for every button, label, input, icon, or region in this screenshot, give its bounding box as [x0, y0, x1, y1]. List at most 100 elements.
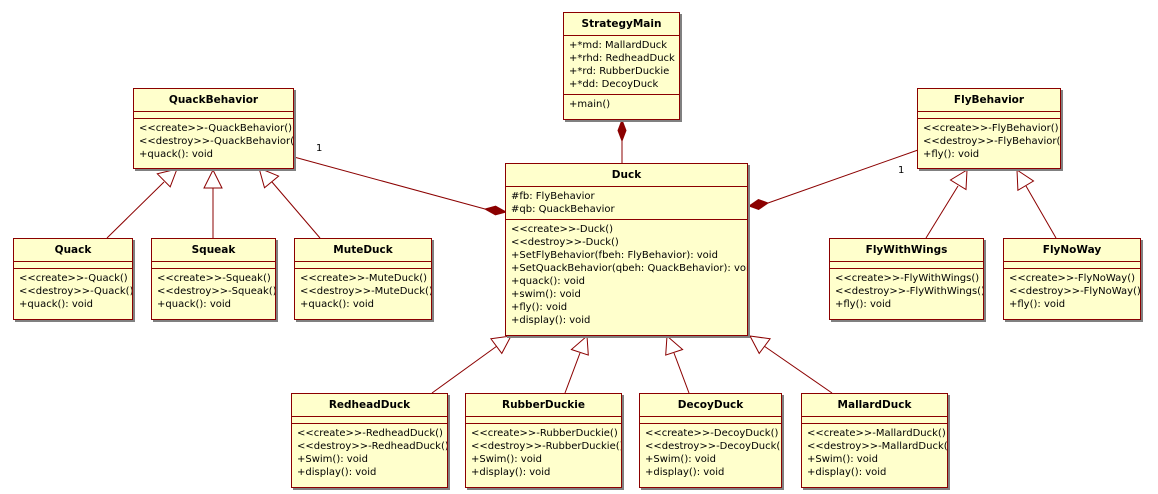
class-name: MallardDuck: [802, 394, 947, 417]
operation: +display(): void: [471, 467, 551, 478]
class-name: MuteDuck: [295, 239, 431, 262]
operation: +fly(): void: [923, 149, 980, 160]
operations-section: <<create>>-QuackBehavior() <<destroy>>-Q…: [134, 118, 293, 164]
operation: <<destroy>>-RedheadDuck(): [297, 441, 448, 452]
generalization-flynoway: [1025, 185, 1057, 239]
operation: +display(): void: [511, 315, 591, 326]
operation: <<destroy>>-Duck(): [511, 237, 619, 248]
operation: <<destroy>>-DecoyDuck(): [645, 441, 782, 452]
operations-section: <<create>>-MallardDuck() <<destroy>>-Mal…: [802, 423, 947, 482]
operation: <<create>>-RubberDuckie(): [471, 428, 618, 439]
class-flybehavior[interactable]: FlyBehavior <<create>>-FlyBehavior() <<d…: [917, 88, 1061, 169]
class-name: DecoyDuck: [640, 394, 781, 417]
operation: <<destroy>>-RubberDuckie(): [471, 441, 622, 452]
generalization-arrow-flynoway: [1016, 169, 1035, 192]
operation: <<create>>-FlyBehavior(): [923, 123, 1059, 134]
class-duck[interactable]: Duck #fb: FlyBehavior #qb: QuackBehavior…: [505, 163, 748, 336]
operation: <<destroy>>-FlyBehavior(): [923, 136, 1061, 147]
operation: +quack(): void: [300, 299, 374, 310]
multiplicity-flybehavior: 1: [898, 165, 905, 176]
generalization-arrow-mallardduck: [749, 335, 772, 355]
class-quackbehavior[interactable]: QuackBehavior <<create>>-QuackBehavior()…: [133, 88, 294, 169]
operation: <<destroy>>-Quack(): [19, 286, 133, 297]
operations-section: +main(): [564, 94, 679, 114]
generalization-arrow-quack: [156, 168, 178, 188]
class-name: QuackBehavior: [134, 89, 293, 112]
operation: <<destroy>>-MuteDuck(): [300, 286, 432, 297]
operations-section: <<create>>-Squeak() <<destroy>>-Squeak()…: [152, 268, 275, 314]
composition-diamond-flybehavior: [747, 198, 770, 211]
operations-section: <<create>>-FlyWithWings() <<destroy>>-Fl…: [830, 268, 983, 314]
generalization-arrow-flywithwings: [949, 169, 968, 191]
operation: +quack(): void: [139, 149, 213, 160]
operation: +display(): void: [807, 467, 887, 478]
class-strategymain[interactable]: StrategyMain +*md: MallardDuck +*rhd: Re…: [563, 12, 680, 120]
class-rubberduckie[interactable]: RubberDuckie <<create>>-RubberDuckie() <…: [465, 393, 622, 488]
association-line-flybehavior-duck: [767, 149, 919, 204]
operations-section: <<create>>-RubberDuckie() <<destroy>>-Ru…: [466, 423, 621, 482]
class-flywithwings[interactable]: FlyWithWings <<create>>-FlyWithWings() <…: [829, 238, 984, 320]
operation: +Swim(): void: [297, 454, 368, 465]
generalization-arrow-rubberduckie: [570, 334, 589, 356]
operation: <<destroy>>-MallardDuck(): [807, 441, 948, 452]
association-line-quackbehavior-duck: [293, 156, 486, 210]
composition-diamond-quackbehavior: [483, 205, 508, 216]
operation: <<create>>-Duck(): [511, 224, 613, 235]
generalization-arrow-redheadduck: [489, 335, 512, 355]
operation: +swim(): void: [511, 289, 581, 300]
operation: <<destroy>>-FlyNoWay(): [1009, 286, 1141, 297]
class-name: Squeak: [152, 239, 275, 262]
generalization-decoyduck: [673, 352, 690, 394]
operation: +Swim(): void: [645, 454, 716, 465]
operation: <<create>>-Squeak(): [157, 273, 271, 284]
operation: <<create>>-FlyWithWings(): [835, 273, 980, 284]
operation: <<create>>-FlyNoWay(): [1009, 273, 1136, 284]
operations-section: <<create>>-Quack() <<destroy>>-Quack() +…: [14, 268, 132, 314]
class-name: FlyWithWings: [830, 239, 983, 262]
operation: <<destroy>>-FlyWithWings(): [835, 286, 984, 297]
class-name: RubberDuckie: [466, 394, 621, 417]
class-redheadduck[interactable]: RedheadDuck <<create>>-RedheadDuck() <<d…: [291, 393, 448, 488]
class-squeak[interactable]: Squeak <<create>>-Squeak() <<destroy>>-S…: [151, 238, 276, 320]
generalization-redheadduck: [431, 345, 498, 394]
operation: <<create>>-DecoyDuck(): [645, 428, 779, 439]
generalization-mallardduck: [763, 345, 833, 394]
multiplicity-quackbehavior: 1: [316, 143, 323, 154]
operation: +quack(): void: [157, 299, 231, 310]
operation: +main(): [569, 99, 611, 110]
attributes-section: #fb: FlyBehavior #qb: QuackBehavior: [506, 187, 747, 219]
generalization-arrow-decoyduck: [665, 334, 684, 356]
operation: +fly(): void: [1009, 299, 1066, 310]
class-name: Duck: [506, 164, 747, 187]
class-name: FlyBehavior: [918, 89, 1060, 112]
operation: +fly(): void: [835, 299, 892, 310]
attribute: #qb: QuackBehavior: [511, 204, 615, 215]
class-mallardduck[interactable]: MallardDuck <<create>>-MallardDuck() <<d…: [801, 393, 948, 488]
class-name: RedheadDuck: [292, 394, 447, 417]
generalization-flywithwings: [925, 185, 959, 239]
attribute: +*dd: DecoyDuck: [569, 79, 659, 90]
generalization-arrow-squeak: [203, 168, 223, 189]
operation: <<create>>-MuteDuck(): [300, 273, 428, 284]
generalization-muteduck: [271, 181, 321, 239]
operation: <<create>>-RedheadDuck(): [297, 428, 443, 439]
attributes-section: +*md: MallardDuck +*rhd: RedheadDuck +*r…: [564, 36, 679, 94]
class-flynoway[interactable]: FlyNoWay <<create>>-FlyNoWay() <<destroy…: [1003, 238, 1141, 320]
operation: <<create>>-QuackBehavior(): [139, 123, 293, 134]
class-quack[interactable]: Quack <<create>>-Quack() <<destroy>>-Qua…: [13, 238, 133, 320]
attribute: +*rhd: RedheadDuck: [569, 53, 675, 64]
operation: <<destroy>>-QuackBehavior(): [139, 136, 294, 147]
operations-section: <<create>>-FlyBehavior() <<destroy>>-Fly…: [918, 118, 1060, 164]
class-decoyduck[interactable]: DecoyDuck <<create>>-DecoyDuck() <<destr…: [639, 393, 782, 488]
generalization-arrow-muteduck: [258, 167, 280, 189]
class-name: StrategyMain: [564, 13, 679, 36]
operations-section: <<create>>-DecoyDuck() <<destroy>>-Decoy…: [640, 423, 781, 482]
operation: +SetFlyBehavior(fbeh: FlyBehavior): void: [511, 250, 718, 261]
class-name: FlyNoWay: [1004, 239, 1140, 262]
composition-diamond-strategymain: [617, 118, 627, 143]
operation: +display(): void: [297, 467, 377, 478]
class-muteduck[interactable]: MuteDuck <<create>>-MuteDuck() <<destroy…: [294, 238, 432, 320]
attribute: #fb: FlyBehavior: [511, 191, 595, 202]
generalization-rubberduckie: [564, 352, 581, 394]
